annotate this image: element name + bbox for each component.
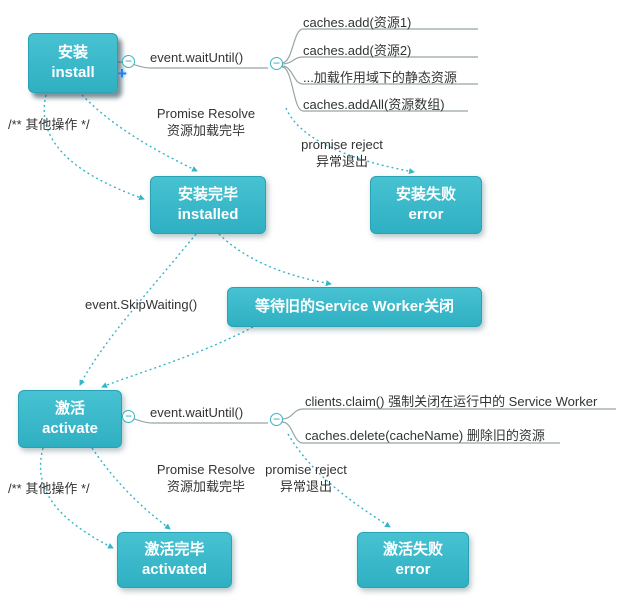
- label-line: 异常退出: [315, 154, 368, 169]
- node-install-error-subtitle: error: [408, 206, 444, 223]
- branch-caches-delete[interactable]: caches.delete(cacheName) 删除旧的资源: [305, 428, 545, 443]
- label-line: Promise Resolve: [156, 106, 256, 121]
- label-line: promise reject: [301, 137, 383, 152]
- collapse-toggle-activate-icon[interactable]: −: [122, 410, 135, 423]
- collapse-toggle-install-icon[interactable]: −: [122, 55, 135, 68]
- branch-event-waituntil-activate[interactable]: event.waitUntil(): [150, 405, 244, 420]
- node-activate-title: 激活: [54, 399, 85, 417]
- collapse-toggle-activate-waituntil-icon[interactable]: −: [270, 413, 283, 426]
- node-activate[interactable]: 激活 activate: [18, 390, 122, 448]
- node-installed-title: 安装完毕: [177, 185, 238, 203]
- node-installed[interactable]: 安装完毕 installed: [150, 176, 266, 234]
- label-promise-resolve-activate: Promise Resolve 资源加载完毕: [152, 461, 260, 495]
- label-line: 异常退出: [279, 479, 332, 494]
- node-install-error[interactable]: 安装失败 error: [370, 176, 482, 234]
- node-install-error-title: 安装失败: [395, 185, 456, 203]
- label-event-skipwaiting: event.SkipWaiting(): [85, 297, 198, 312]
- label-line: promise reject: [265, 462, 347, 477]
- node-activate-error-subtitle: error: [395, 561, 431, 578]
- branch-event-waituntil-install[interactable]: event.waitUntil(): [150, 50, 244, 65]
- node-activate-subtitle: activate: [42, 420, 98, 437]
- node-installed-subtitle: installed: [177, 206, 239, 223]
- node-activated[interactable]: 激活完毕 activated: [117, 532, 232, 588]
- node-install-title: 安装: [57, 43, 88, 61]
- branch-static-resources[interactable]: ...加载作用域下的静态资源: [303, 70, 457, 85]
- label-line: 资源加载完毕: [166, 123, 245, 138]
- branch-caches-add-1[interactable]: caches.add(资源1): [303, 15, 412, 30]
- label-promise-resolve-install: Promise Resolve 资源加载完毕: [152, 105, 260, 139]
- node-activated-subtitle: activated: [141, 561, 208, 578]
- label-line: 资源加载完毕: [166, 479, 245, 494]
- label-line: Promise Resolve: [156, 462, 256, 477]
- node-waiting-old-sw-close[interactable]: 等待旧的Service Worker关闭: [227, 287, 482, 327]
- node-waiting-title: 等待旧的Service Worker关闭: [255, 297, 454, 315]
- node-activated-title: 激活完毕: [144, 540, 205, 558]
- label-other-operations-install: /** 其他操作 */: [8, 117, 90, 132]
- node-activate-error[interactable]: 激活失败 error: [357, 532, 469, 588]
- node-activate-error-title: 激活失败: [382, 540, 443, 558]
- collapse-toggle-install-waituntil-icon[interactable]: −: [270, 57, 283, 70]
- label-other-operations-activate: /** 其他操作 */: [8, 481, 90, 496]
- label-promise-reject-install: promise reject 异常退出: [290, 136, 394, 170]
- branch-clients-claim[interactable]: clients.claim() 强制关闭在运行中的 Service Worker: [305, 394, 598, 409]
- node-install-subtitle: install: [51, 64, 95, 81]
- branch-caches-addall[interactable]: caches.addAll(资源数组): [303, 97, 445, 112]
- label-promise-reject-activate: promise reject 异常退出: [254, 461, 358, 495]
- expand-plus-icon[interactable]: +: [117, 64, 127, 83]
- node-install[interactable]: 安装 install: [28, 33, 118, 93]
- branch-caches-add-2[interactable]: caches.add(资源2): [303, 43, 412, 58]
